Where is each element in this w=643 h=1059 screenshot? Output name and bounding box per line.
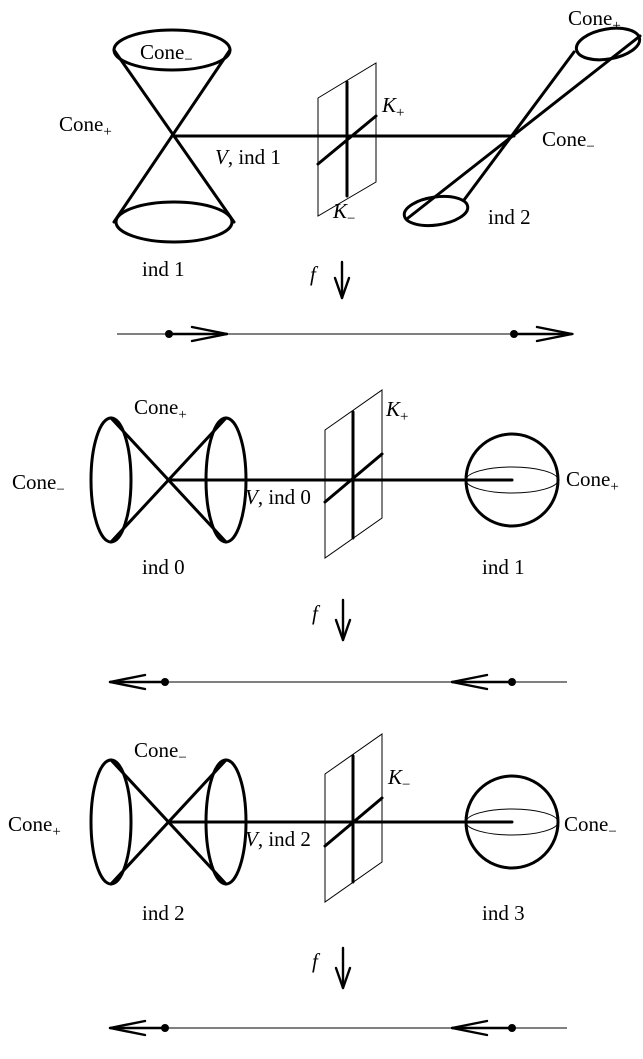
svg-text:K+: K+ bbox=[381, 93, 404, 121]
transverse-plane bbox=[323, 733, 384, 903]
v-label: V bbox=[245, 827, 260, 851]
f-label: f bbox=[312, 949, 321, 973]
ind-left-label: ind 2 bbox=[142, 901, 185, 925]
f-label: f bbox=[312, 601, 321, 625]
svg-text:Cone−: Cone− bbox=[564, 812, 617, 840]
k-sub: − bbox=[402, 777, 410, 793]
svg-text:Cone−: Cone− bbox=[542, 127, 595, 155]
ind-right-label: ind 2 bbox=[488, 205, 531, 229]
v-ind-label: , ind 1 bbox=[228, 145, 281, 169]
svg-text:V, ind 2: V, ind 2 bbox=[245, 827, 311, 851]
cone-right-label: Cone bbox=[566, 467, 610, 491]
cone-right-label: Cone bbox=[542, 127, 586, 151]
f-arrow bbox=[334, 946, 352, 990]
cone-topright-sub: + bbox=[612, 18, 620, 34]
svg-text:Cone+: Cone+ bbox=[59, 112, 112, 140]
svg-text:Cone+: Cone+ bbox=[134, 395, 187, 423]
ind-left-label: ind 0 bbox=[142, 555, 185, 579]
svg-text:Cone+: Cone+ bbox=[568, 6, 621, 34]
svg-text:Cone−: Cone− bbox=[140, 40, 193, 68]
svg-text:K−: K− bbox=[387, 765, 410, 793]
v-label: V bbox=[215, 145, 230, 169]
cone-top-label: Cone bbox=[134, 738, 178, 762]
cone-right-sub: − bbox=[608, 824, 616, 840]
svg-text:Cone+: Cone+ bbox=[8, 812, 61, 840]
cone-left-sub: + bbox=[103, 124, 111, 140]
line-diagram-2 bbox=[108, 673, 567, 691]
skew-cone-right bbox=[402, 26, 642, 228]
ind-left-label: ind 1 bbox=[142, 257, 185, 281]
svg-text:K−: K− bbox=[332, 199, 355, 227]
panel-1: Cone− Cone+ Cone+ Cone− V, ind 1 K+ K− i… bbox=[59, 6, 642, 343]
cone-left-label: Cone bbox=[8, 812, 52, 836]
panel-3: Cone− Cone+ Cone− V, ind 2 K− ind 2 ind … bbox=[8, 733, 617, 1037]
svg-text:K+: K+ bbox=[385, 397, 408, 425]
k-label: K bbox=[385, 397, 401, 421]
line-diagram-1 bbox=[117, 325, 574, 343]
transverse-plane bbox=[316, 62, 378, 217]
transverse-plane bbox=[323, 389, 384, 559]
panel-2: Cone+ Cone− Cone+ V, ind 0 K+ ind 0 ind … bbox=[12, 389, 619, 691]
k-minus-sub: − bbox=[347, 211, 355, 227]
cone-top-label: Cone bbox=[134, 395, 178, 419]
ind-right-label: ind 1 bbox=[482, 555, 525, 579]
sphere-right bbox=[464, 774, 560, 870]
cone-top-label: Cone bbox=[140, 40, 184, 64]
k-sub: + bbox=[400, 409, 408, 425]
cone-right-label: Cone bbox=[564, 812, 608, 836]
f-label: f bbox=[310, 262, 319, 286]
cone-left-sub: + bbox=[52, 824, 60, 840]
sphere-right bbox=[464, 432, 560, 528]
k-label: K bbox=[387, 765, 403, 789]
cone-left-label: Cone bbox=[59, 112, 103, 136]
k-plus-sub: + bbox=[396, 105, 404, 121]
svg-text:Cone−: Cone− bbox=[12, 470, 65, 498]
cone-left-sub: − bbox=[56, 482, 64, 498]
cone-right-sub: + bbox=[610, 479, 618, 495]
k-plus-label: K bbox=[381, 93, 397, 117]
v-label: V bbox=[245, 485, 260, 509]
cone-top-sub: − bbox=[184, 52, 192, 68]
v-ind-label: , ind 0 bbox=[258, 485, 311, 509]
f-arrow bbox=[334, 598, 352, 642]
svg-text:V, ind 0: V, ind 0 bbox=[245, 485, 311, 509]
ind-right-label: ind 3 bbox=[482, 901, 525, 925]
cone-topright-label: Cone bbox=[568, 6, 612, 30]
k-minus-label: K bbox=[332, 199, 348, 223]
svg-text:Cone−: Cone− bbox=[134, 738, 187, 766]
cone-top-sub: − bbox=[178, 750, 186, 766]
cone-right-sub: − bbox=[586, 139, 594, 155]
cone-left-label: Cone bbox=[12, 470, 56, 494]
svg-text:Cone+: Cone+ bbox=[566, 467, 619, 495]
svg-text:V, ind 1: V, ind 1 bbox=[215, 145, 281, 169]
line-diagram-3 bbox=[108, 1019, 567, 1037]
cone-top-sub: + bbox=[178, 407, 186, 423]
f-arrow bbox=[333, 260, 351, 300]
v-ind-label: , ind 2 bbox=[258, 827, 311, 851]
